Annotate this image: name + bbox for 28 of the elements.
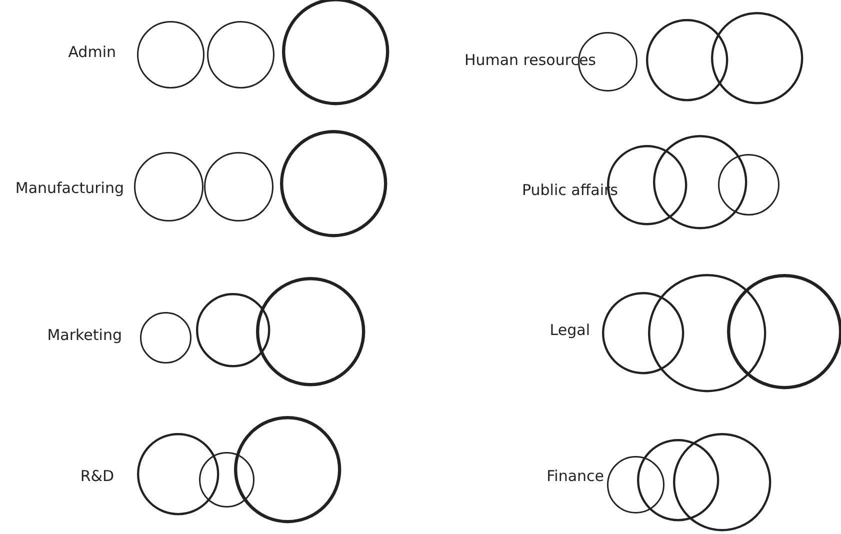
department-label: R&D <box>80 467 114 485</box>
circle-outline <box>204 152 274 222</box>
circle-outline <box>648 274 766 392</box>
circle-outline <box>652 134 748 230</box>
circle-outline <box>646 18 728 102</box>
department-label: Manufacturing <box>15 179 124 197</box>
department-label: Marketing <box>47 326 122 344</box>
circle-outline <box>207 21 275 89</box>
circle-outline <box>137 21 205 89</box>
circle-outline <box>636 438 720 522</box>
circle-outline <box>710 12 804 104</box>
department-label: Legal <box>550 321 590 339</box>
circle-outline <box>134 152 204 222</box>
circle-outline <box>136 432 220 516</box>
circle-outline <box>727 274 841 390</box>
circle-outline <box>718 154 780 216</box>
circle-outline <box>196 292 270 368</box>
circle-outline <box>256 277 366 387</box>
department-label: Admin <box>68 43 116 61</box>
circle-outline <box>672 432 772 532</box>
department-label: Finance <box>546 467 604 485</box>
circle-outline <box>602 292 684 374</box>
circle-outline <box>140 312 192 364</box>
circle-outline <box>199 452 255 508</box>
circle-outline <box>234 416 342 524</box>
circle-outline <box>607 456 665 514</box>
circle-outline <box>282 0 390 106</box>
circle-outline <box>280 130 388 238</box>
